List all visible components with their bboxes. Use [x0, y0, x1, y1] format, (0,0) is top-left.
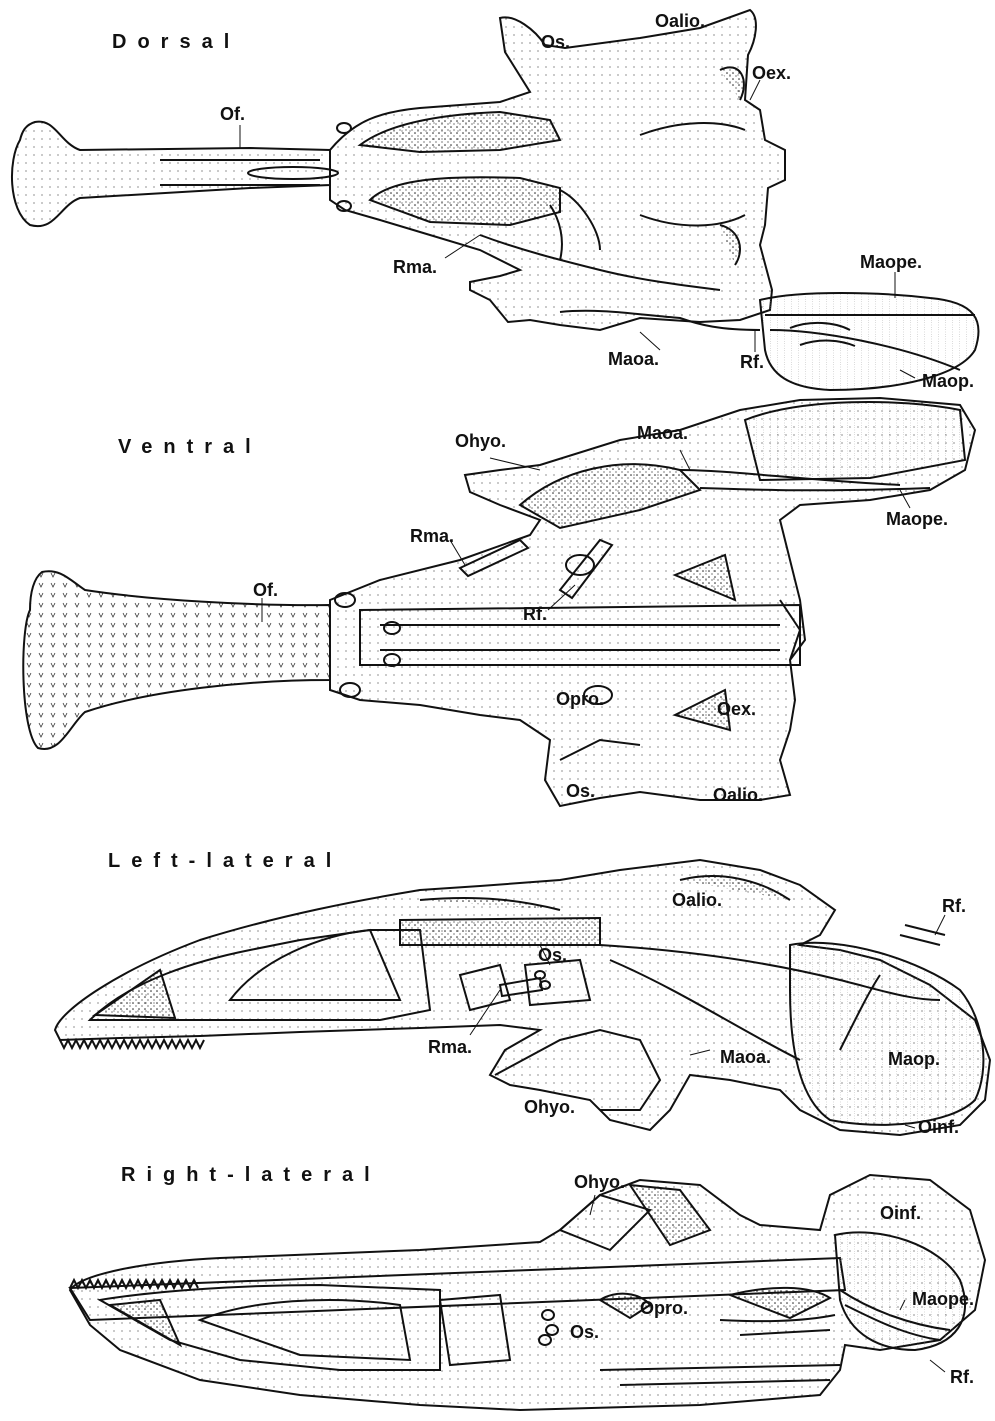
right-lateral-view — [70, 1175, 985, 1410]
ventral-label-oalio: Oalio. — [713, 786, 763, 804]
dorsal-foramen-upper — [337, 123, 351, 133]
ventral-rostrum — [23, 571, 330, 749]
left-lateral-dorsal-bar — [400, 918, 600, 945]
left-lateral-label-oinf: Oinf. — [918, 1118, 959, 1136]
ventral-label-ohyo: Ohyo. — [455, 432, 506, 450]
dorsal-label-maope: Maope. — [860, 253, 922, 271]
dorsal-label-rma: Rma. — [393, 258, 437, 276]
ventral-label-maope: Maope. — [886, 510, 948, 528]
right-lateral-label-oinf: Oinf. — [880, 1204, 921, 1222]
dorsal-label-of: Of. — [220, 105, 245, 123]
ventral-label-opro: Opro. — [556, 690, 604, 708]
dorsal-view — [12, 10, 979, 390]
left-lateral-label-os: Os. — [538, 946, 567, 964]
ventral-label-rma: Rma. — [410, 527, 454, 545]
left-lateral-label-maop: Maop. — [888, 1050, 940, 1068]
ventral-label-oex: Oex. — [717, 700, 756, 718]
dorsal-label-os: Os. — [541, 33, 570, 51]
right-lateral-label-opro: Opro. — [640, 1299, 688, 1317]
dorsal-label-oalio: Oalio. — [655, 12, 705, 30]
left-lateral-label-rma: Rma. — [428, 1038, 472, 1056]
left-lateral-opercle — [790, 943, 983, 1125]
left-lateral-label-oalio: Oalio. — [672, 891, 722, 909]
left-lateral-label-maoa: Maoa. — [720, 1048, 771, 1066]
dorsal-cranium — [330, 10, 785, 330]
right-lateral-label-os: Os. — [570, 1323, 599, 1341]
ventral-label-maoa: Maoa. — [637, 424, 688, 442]
ventral-label-of: Of. — [253, 581, 278, 599]
right-lateral-view-title: Right-lateral — [121, 1165, 381, 1185]
right-lateral-label-ohyo: Ohyo. — [574, 1173, 625, 1191]
right-lateral-label-maope: Maope. — [912, 1290, 974, 1308]
dorsal-rostrum — [12, 122, 330, 227]
dorsal-view-title: Dorsal — [112, 32, 240, 52]
dorsal-label-oex: Oex. — [752, 64, 791, 82]
right-lateral-label-rf: Rf. — [950, 1368, 974, 1386]
dorsal-label-maop: Maop. — [922, 372, 974, 390]
left-lateral-view-title: Left-lateral — [108, 851, 342, 871]
ventral-label-os: Os. — [566, 782, 595, 800]
dorsal-label-maoa: Maoa. — [608, 350, 659, 368]
ventral-view — [23, 398, 975, 806]
ventral-label-rf: Rf. — [523, 605, 547, 623]
dorsal-label-rf: Rf. — [740, 353, 764, 371]
left-lateral-label-ohyo: Ohyo. — [524, 1098, 575, 1116]
left-lateral-view — [55, 860, 990, 1135]
ventral-view-title: Ventral — [118, 437, 262, 457]
left-lateral-label-rf: Rf. — [942, 897, 966, 915]
left-lateral-teeth — [60, 1040, 204, 1048]
